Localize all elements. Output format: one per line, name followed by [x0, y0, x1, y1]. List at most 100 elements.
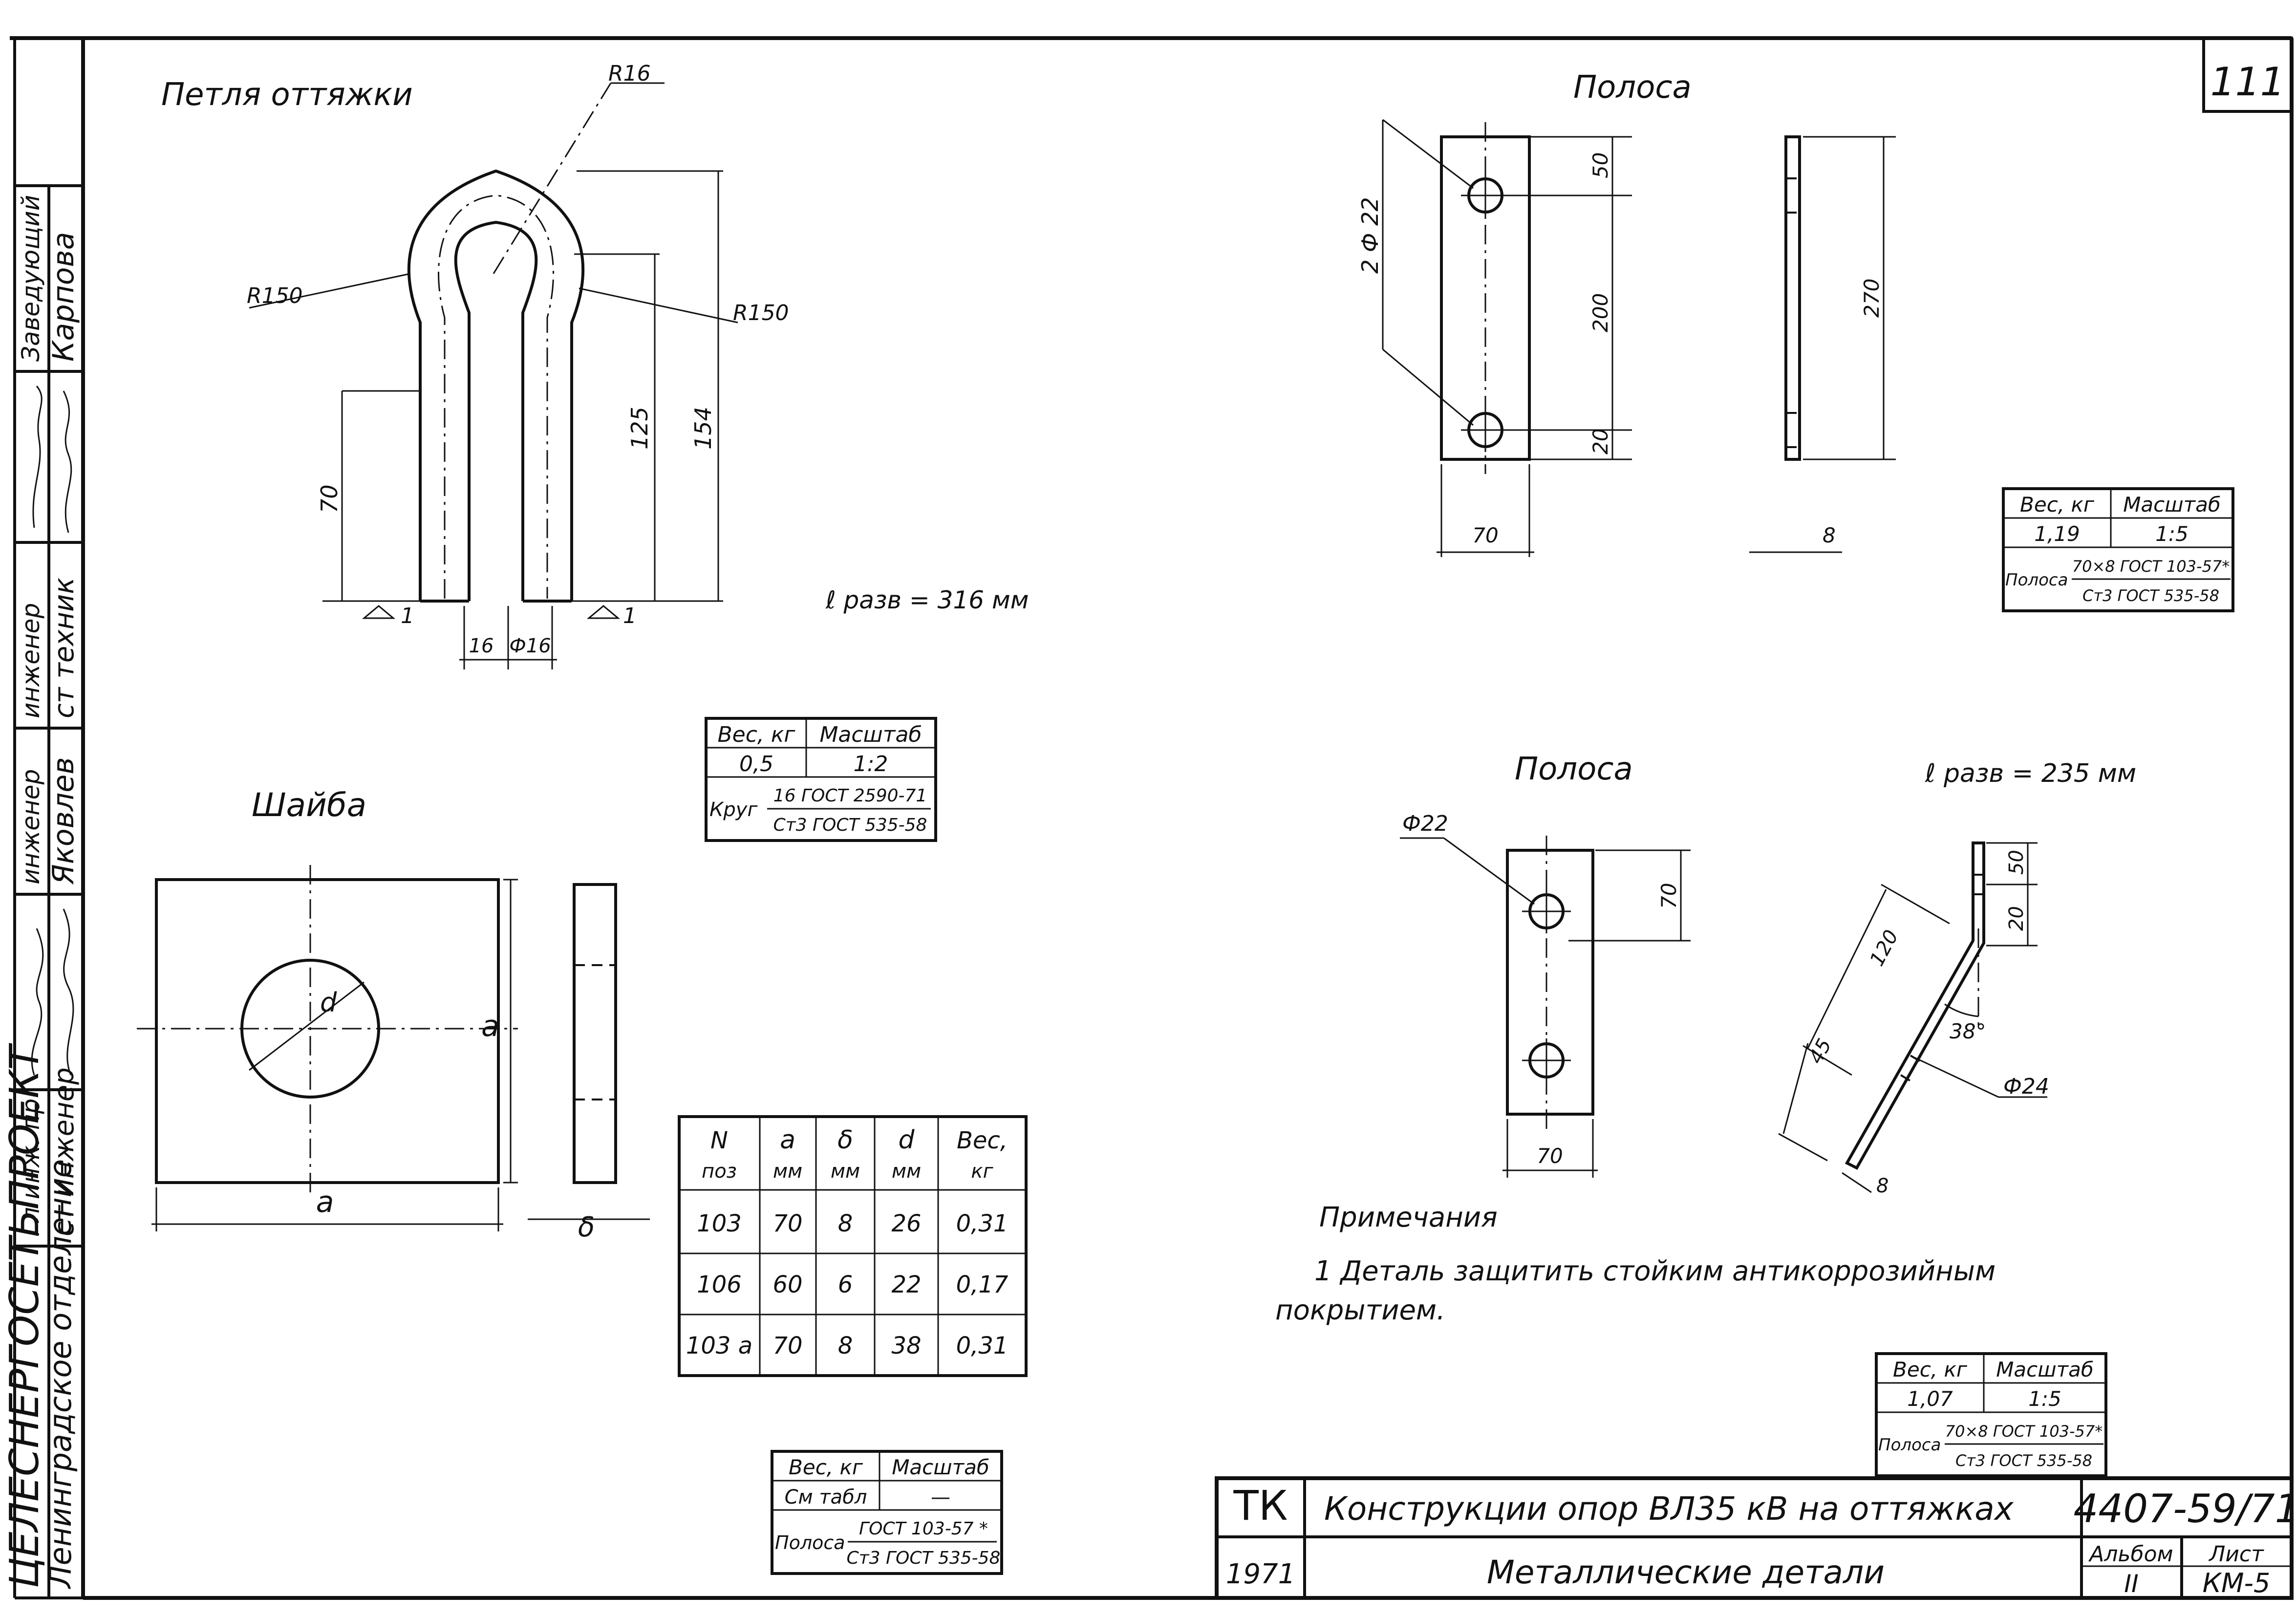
washer-th-3b: мм	[892, 1160, 921, 1183]
title-org: ТК	[1233, 1482, 1288, 1530]
washer-stamp-h1: Вес, кг	[789, 1455, 863, 1479]
loop-table-weight: 0,5	[739, 752, 773, 776]
notes-heading: Примечания	[1319, 1202, 1498, 1233]
signature-2	[63, 390, 72, 533]
washer-th-3a: d	[898, 1125, 915, 1155]
strip2-weight-table: Вес, кг Масштаб 1,07 1:5 Полоса 70×8 ГОС…	[1875, 1352, 2107, 1477]
washer-stamp-mat-name: Полоса	[775, 1532, 845, 1553]
strip2-d20: 20	[2005, 906, 2028, 931]
washer-cell: 0,31	[956, 1332, 1009, 1359]
loop-table-mat-top: 16 ГОСТ 2590-71	[773, 786, 927, 806]
washer-drawing: Шайба d a a δ N	[137, 786, 1028, 1575]
strip1-d270: 270	[1860, 279, 1884, 318]
stamp-role-senior-eng: ст инженер	[48, 1067, 80, 1236]
washer-title: Шайба	[252, 786, 366, 824]
washer-th-1b: мм	[773, 1160, 802, 1183]
washer-cell: 0,31	[956, 1210, 1009, 1237]
washer-cell: 8	[838, 1332, 853, 1359]
washer-cell: 106	[697, 1271, 742, 1298]
strip1-table-weight: 1,19	[2034, 522, 2080, 546]
washer-cell: 60	[772, 1271, 802, 1298]
washer-cell: 70	[772, 1210, 802, 1237]
sheet-value: КМ-5	[2203, 1568, 2271, 1598]
washer-stamp-scale: —	[931, 1486, 950, 1509]
loop-r16: R16	[608, 61, 651, 86]
loop-phi16: Ф16	[509, 635, 551, 657]
washer-weight-table: Вес, кг Масштаб См табл — Полоса ГОСТ 10…	[771, 1450, 1003, 1575]
strip2-dev-length: ℓ разв = 235 мм	[1925, 759, 2136, 788]
stamp-department: Ленинградское отделение	[43, 1159, 78, 1589]
loop-d125: 125	[626, 407, 653, 450]
stamp-role-engineer-2: инженер	[17, 769, 45, 884]
strip2-d70h: 70	[1537, 1144, 1563, 1168]
washer-stamp-mat-top: ГОСТ 103-57 *	[859, 1519, 988, 1539]
strip2-title: Полоса	[1515, 751, 1633, 787]
strip2-drawing: Полоса ℓ разв = 235 мм Ф22 70 70 50	[1400, 751, 2136, 1477]
album-value: II	[2124, 1570, 2139, 1598]
loop-r150-left: R150	[247, 283, 303, 308]
title-block: ТК 1971 Конструкции опор ВЛ35 кВ на оття…	[1215, 1476, 2296, 1600]
strip2-phi24: Ф24	[2003, 1074, 2049, 1099]
loop-table-mat-bottom: Ст3 ГОСТ 535-58	[773, 815, 927, 835]
washer-delta: δ	[578, 1211, 595, 1243]
washer-cell: 38	[891, 1332, 921, 1359]
loop-d70: 70	[316, 484, 343, 513]
washer-th-1a: a	[780, 1125, 795, 1155]
washer-th-2a: δ	[837, 1125, 853, 1155]
stamp-role-head: Заведующий	[17, 195, 45, 362]
washer-cell: 6	[838, 1271, 853, 1298]
washer-th-0b: поз	[702, 1160, 737, 1183]
loop-title: Петля оттяжки	[161, 77, 413, 113]
strip2-table-mat-name: Полоса	[1878, 1435, 1941, 1455]
sheet-frame	[10, 36, 2294, 1600]
strip1-d20: 20	[1588, 429, 1612, 454]
washer-stamp-weight: См табл	[785, 1486, 867, 1509]
loop-mark-left: 1	[401, 604, 414, 628]
strip1-table-mat-name: Полоса	[2005, 570, 2068, 590]
loop-dev-length: ℓ разв = 316 мм	[825, 586, 1029, 614]
loop-table-h2: Масштаб	[819, 722, 922, 747]
stamp-name-2: Яковлев	[46, 757, 81, 885]
strip1-table-mat-bottom: Ст3 ГОСТ 535-58	[2082, 586, 2219, 605]
strip2-d8: 8	[1876, 1175, 1888, 1197]
title-year: 1971	[1226, 1558, 1296, 1590]
strip1-d200: 200	[1588, 293, 1612, 332]
strip1-table-scale: 1:5	[2155, 522, 2189, 546]
sheet-label: Лист	[2208, 1542, 2264, 1567]
loop-table-h1: Вес, кг	[717, 722, 795, 747]
washer-cell: 22	[891, 1271, 921, 1298]
washer-stamp-h2: Масштаб	[892, 1455, 989, 1479]
left-stamp: Ленинградское отделение ЦЕЛЕСНЕРГОСЕТЬПР…	[1, 184, 83, 1598]
washer-a-right: a	[481, 1009, 499, 1043]
washer-d: d	[320, 987, 337, 1018]
loop-drawing: Петля оттяжки R16 R150 R150 70 125 15	[161, 61, 1029, 842]
title-code: 4407-59/71	[2073, 1486, 2296, 1531]
notes: Примечания 1 Деталь защитить стойким ант…	[1275, 1202, 1996, 1326]
loop-d154: 154	[690, 407, 716, 450]
loop-r150-right: R150	[733, 301, 789, 325]
washer-cell: 26	[891, 1210, 921, 1237]
loop-table-mat-name: Круг	[709, 798, 758, 821]
loop-weight-table: Вес, кг Масштаб 0,5 1:2 Круг 16 ГОСТ 259…	[705, 717, 937, 842]
strip1-table-h2: Масштаб	[2123, 493, 2221, 517]
strip2-table-weight: 1,07	[1907, 1387, 1953, 1411]
strip2-table-h1: Вес, кг	[1893, 1358, 1968, 1381]
stamp-role-chief: Гл инж. пр	[17, 1099, 45, 1236]
strip1-d50: 50	[1588, 152, 1612, 178]
loop-d16: 16	[469, 635, 494, 657]
washer-cell: 103	[697, 1210, 742, 1237]
washer-cell: 70	[772, 1332, 802, 1359]
strip1-table-mat-top: 70×8 ГОСТ 103-57*	[2072, 557, 2230, 576]
washer-th-4b: кг	[971, 1160, 993, 1183]
loop-table-scale: 1:2	[854, 752, 888, 776]
washer-cell: 103 а	[686, 1332, 752, 1359]
washer-th-0a: N	[710, 1127, 728, 1154]
album-label: Альбом	[2088, 1542, 2173, 1567]
stamp-role-tech: ст техник	[48, 578, 80, 718]
washer-th-4a: Вес,	[957, 1127, 1008, 1154]
stamp-name-1: Карпова	[46, 232, 81, 362]
strip1-holes: 2 Ф 22	[1357, 197, 1383, 274]
sheet-number: 111	[2210, 59, 2285, 105]
strip1-table-h1: Вес, кг	[2020, 493, 2095, 517]
